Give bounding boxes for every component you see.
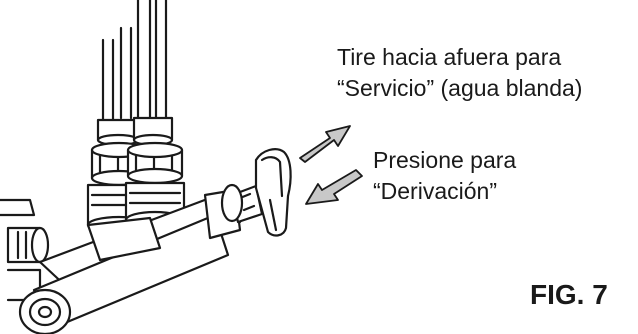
service-callout: Tire hacia afuera para “Servicio” (agua … <box>337 42 582 104</box>
right-pipe-fitting <box>124 116 186 230</box>
inlet-stubs <box>0 198 50 302</box>
bypass-callout: Presione para “Derivación” <box>373 145 516 207</box>
pipe-right-inner <box>154 0 168 122</box>
arrow-up-right-icon <box>299 125 351 163</box>
figure-label: FIG. 7 <box>530 279 608 310</box>
supply-pipes <box>101 0 168 122</box>
valve-body <box>18 188 242 334</box>
bypass-callout-line-2: “Derivación” <box>373 178 497 204</box>
bypass-handle <box>220 148 292 237</box>
service-callout-line-2: “Servicio” (agua blanda) <box>337 75 583 101</box>
pipe-left-outer <box>101 38 115 122</box>
pipe-left-inner <box>119 26 133 120</box>
pipe-right-outer <box>136 0 152 122</box>
arrow-down-left-icon <box>305 169 363 205</box>
service-callout-line-1: Tire hacia afuera para <box>337 44 562 70</box>
bypass-callout-line-1: Presione para <box>373 147 517 173</box>
